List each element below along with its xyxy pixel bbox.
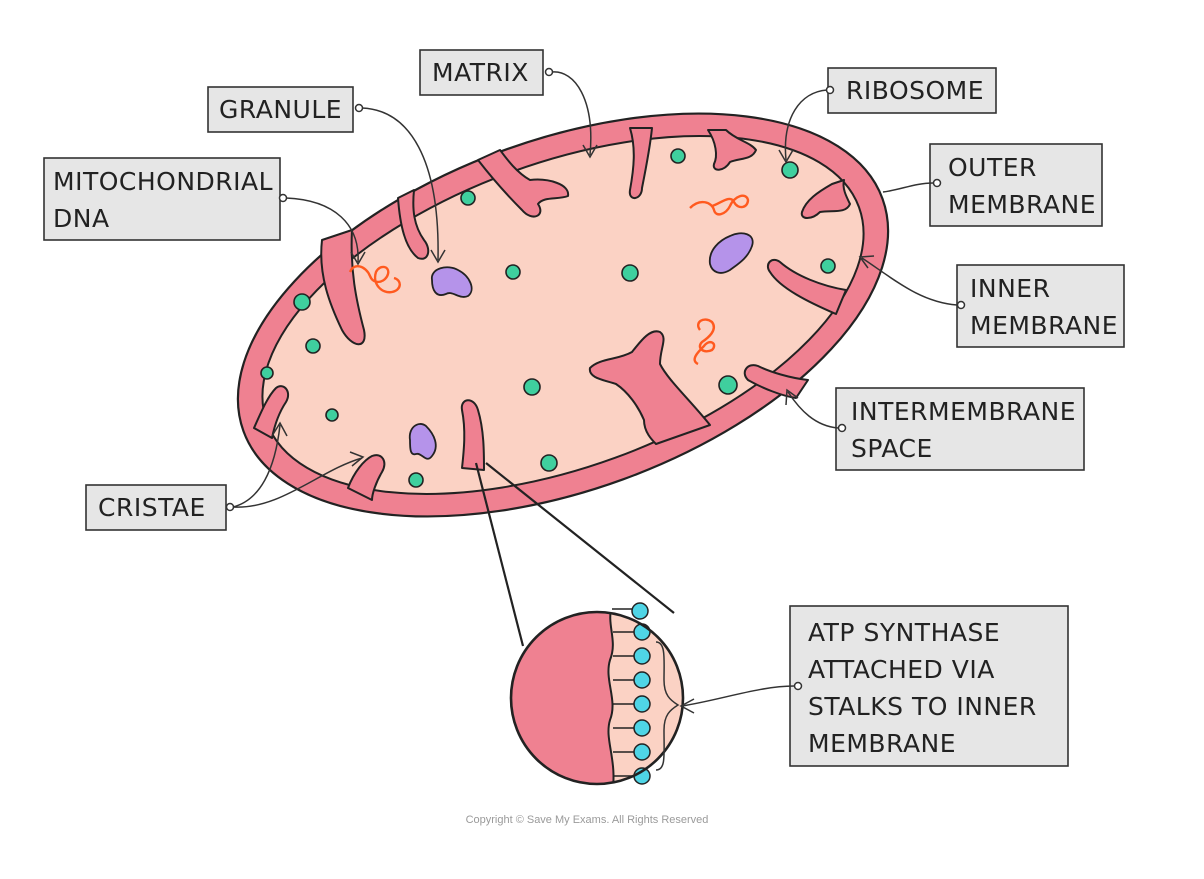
atp-synthase-stalks [612, 602, 651, 785]
label-inner-membrane: INNER MEMBRANE [858, 255, 1125, 348]
dna-loop [693, 318, 716, 366]
label-mito-dna-line1: MITOCHONDRIAL [53, 167, 273, 196]
label-granule: GRANULE [207, 86, 446, 264]
ribosome [408, 472, 424, 488]
atp-synthase-head [633, 695, 651, 713]
crista [588, 330, 711, 445]
label-atp-line1: ATP SYNTHASE [808, 618, 1000, 647]
crista [477, 149, 570, 218]
atp-synthase-head [633, 623, 651, 641]
label-intermembrane-line2: SPACE [851, 434, 933, 463]
ribosome [781, 161, 799, 179]
label-atp-line4: MEMBRANE [808, 729, 956, 758]
inner-membrane-section [511, 612, 615, 784]
crista [800, 179, 851, 219]
granule [431, 266, 473, 298]
crista [347, 454, 386, 501]
crista [253, 385, 290, 439]
label-mito-dna-line2: DNA [53, 204, 110, 233]
crista [320, 229, 366, 346]
ribosome [820, 258, 836, 274]
ribosome [505, 264, 521, 280]
label-inner-line1: INNER [970, 274, 1050, 303]
granules [408, 232, 754, 460]
crista [628, 127, 653, 199]
label-atp-line2: ATTACHED VIA [808, 655, 995, 684]
cristae-folds [253, 127, 851, 501]
ribosome [523, 378, 541, 396]
atp-synthase-inset [509, 602, 685, 786]
label-ribosome-text: RIBOSOME [846, 76, 984, 105]
label-inner-line2: MEMBRANE [970, 311, 1118, 340]
copyright-text: Copyright © Save My Exams. All Rights Re… [466, 814, 709, 826]
label-cristae: CRISTAE [85, 421, 365, 531]
ribosome [260, 366, 274, 380]
ribosome [718, 375, 738, 395]
crista [397, 189, 430, 260]
label-atp-synthase: ATP SYNTHASE ATTACHED VIA STALKS TO INNE… [679, 605, 1069, 767]
crista [460, 399, 485, 471]
label-outer-line2: MEMBRANE [948, 190, 1096, 219]
ribosome [540, 454, 558, 472]
label-intermembrane-line1: INTERMEMBRANE [851, 397, 1076, 426]
label-cristae-text: CRISTAE [98, 493, 206, 522]
crista [743, 364, 809, 399]
ribosomes [260, 148, 836, 488]
crista [766, 258, 847, 315]
atp-synthase-head [633, 719, 651, 737]
label-outer-membrane: OUTER MEMBRANE [882, 143, 1103, 227]
dna-loop [348, 265, 401, 294]
label-outer-line1: OUTER [948, 153, 1037, 182]
ribosome [305, 338, 321, 354]
bracket [655, 641, 680, 771]
ribosome [670, 148, 686, 164]
atp-synthase-head [633, 671, 651, 689]
ribosome [621, 264, 639, 282]
ribosome [293, 293, 311, 311]
inset-border [509, 610, 685, 786]
atp-synthase-head [631, 602, 649, 620]
mitochondrion [236, 112, 890, 518]
atp-synthase-head [633, 647, 651, 665]
mitochondrial-dna-loops [348, 194, 750, 366]
label-matrix-text: MATRIX [432, 58, 529, 87]
ribosome [325, 408, 339, 422]
atp-synthase-head [633, 743, 651, 761]
crista [707, 129, 757, 171]
granule [708, 232, 754, 274]
label-granule-text: GRANULE [219, 95, 342, 124]
label-ribosome: RIBOSOME [778, 67, 997, 164]
label-atp-line3: STALKS TO INNER [808, 692, 1037, 721]
granule [408, 423, 437, 460]
label-intermembrane-space: INTERMEMBRANE SPACE [785, 387, 1085, 471]
dna-loop [689, 194, 750, 216]
label-matrix: MATRIX [419, 49, 598, 159]
ribosome [460, 190, 476, 206]
zoom-connector [474, 462, 675, 647]
label-mitochondrial-dna: MITOCHONDRIAL DNA [43, 157, 366, 266]
